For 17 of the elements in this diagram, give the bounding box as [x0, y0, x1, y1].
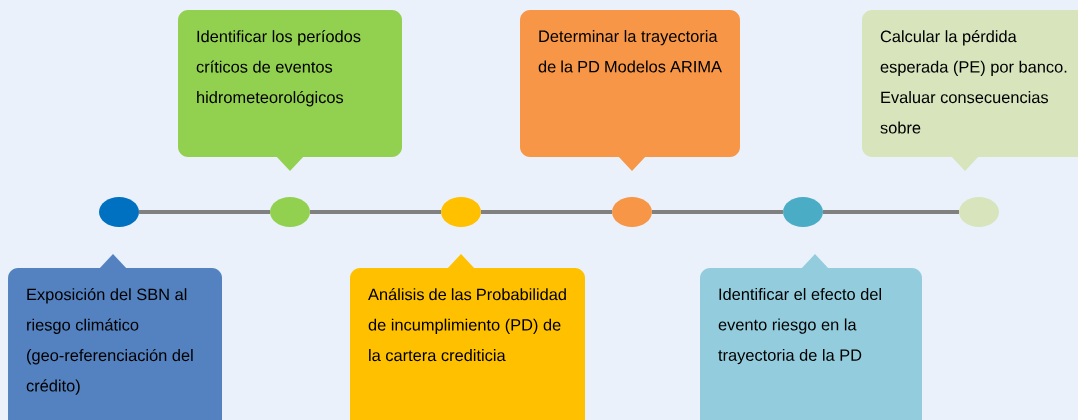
timeline-dot: [99, 197, 139, 227]
timeline-line: [481, 210, 612, 214]
timeline-dot: [441, 197, 481, 227]
timeline-line: [139, 210, 270, 214]
timeline-line: [310, 210, 441, 214]
callout-box: Determinar la trayectoria de la PD Modelos ARIMA: [520, 10, 740, 171]
timeline-dot: [270, 197, 310, 227]
timeline-line: [823, 210, 959, 214]
timeline-dot: [959, 197, 999, 227]
timeline-dot: [783, 197, 823, 227]
callout-box: Calcular la pérdida esperada (PE) por banco. Evaluar consecuencias sobre: [862, 10, 1078, 171]
callout-box: Identificar el efecto del evento riesgo en la trayectoria de la PD: [700, 254, 922, 420]
timeline-dot: [612, 197, 652, 227]
callout-box: Exposición del SBN al riesgo climático (geo-referenciación del crédito): [8, 254, 222, 420]
timeline-line: [652, 210, 783, 214]
callout-box: Identificar los períodos críticos de eventos hidrometeorológicos: [178, 10, 402, 171]
callout-box: Análisis de las Probabilidad de incumplimiento (PD) de la cartera crediticia: [350, 254, 585, 420]
